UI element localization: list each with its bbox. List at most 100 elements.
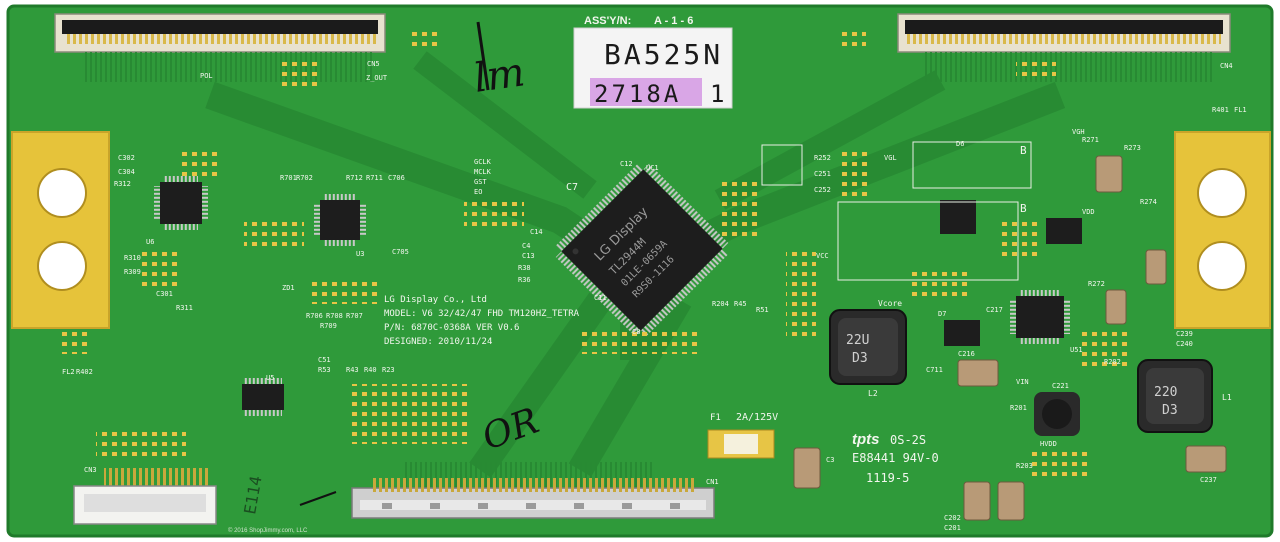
silk-gclk: GCLK — [474, 158, 492, 166]
ic-u3 — [314, 194, 366, 246]
inductor-l1-ref: L1 — [1222, 393, 1232, 402]
silk-vin: VIN — [1016, 378, 1029, 386]
silk-r201: R201 — [1010, 404, 1027, 412]
cert-brand: tpts — [852, 431, 880, 448]
silk-r712: R712 — [346, 174, 363, 182]
silk-r45: R45 — [734, 300, 747, 308]
assembly-sticker — [573, 27, 733, 109]
silk-r202: R202 — [1104, 358, 1121, 366]
inductor-l1-marking-bottom: D3 — [1162, 403, 1178, 418]
silk-r272: R272 — [1088, 280, 1105, 288]
ic-diode-d7 — [944, 320, 980, 346]
silk-uc1: UC1 — [646, 164, 659, 172]
silk-c302: C302 — [118, 154, 135, 162]
ic-mosfet — [940, 200, 976, 234]
silk-c11: C11 — [594, 294, 607, 302]
silk-r23: R23 — [382, 366, 395, 374]
designed-date-text: DESIGNED: 2010/11/24 — [384, 337, 492, 347]
silk-c14: C14 — [530, 228, 543, 236]
silk-u51: U51 — [1070, 346, 1083, 354]
connector-cn5 — [54, 13, 386, 82]
silk-u5: U5 — [266, 374, 274, 382]
silk-u3: U3 — [356, 250, 364, 258]
connector-cn4 — [897, 13, 1231, 82]
sticker-lot-code: 2718A — [594, 80, 681, 108]
inductor-l1-marking-top: 220 — [1154, 385, 1177, 400]
silk-c7: C7 — [566, 182, 578, 193]
silk-zd1: ZD1 — [282, 284, 295, 292]
cn4-ref: CN4 — [1220, 62, 1233, 70]
silk-vgh: VGH — [1072, 128, 1085, 136]
silk-r707: R707 — [346, 312, 363, 320]
sticker-model-code: BA525N — [604, 38, 723, 71]
silk-r273: R273 — [1124, 144, 1141, 152]
silk-r40: R40 — [364, 366, 377, 374]
silk-r51: R51 — [756, 306, 769, 314]
sticker-lot-suffix: 1 — [710, 80, 724, 108]
capacitor-c243 — [1145, 249, 1167, 285]
silk-b1: B — [1020, 144, 1027, 157]
silk-gst: GST — [474, 178, 487, 186]
main-tcon-ic — [555, 163, 729, 337]
silk-vgl: VGL — [884, 154, 897, 162]
silk-fl1: FL1 — [1234, 106, 1247, 114]
ic-u6 — [154, 176, 208, 230]
cert-date-code: 1119-5 — [866, 471, 909, 485]
handwritten-mark-top: lm — [471, 49, 528, 102]
silk-c237: C237 — [1200, 476, 1217, 484]
cert-grade: 0S-2S — [890, 433, 926, 447]
silk-pol: POL — [200, 72, 213, 80]
silk-c3: C3 — [826, 456, 834, 464]
silk-r274: R274 — [1140, 198, 1157, 206]
silk-r706: R706 — [306, 312, 323, 320]
inductor-l2-marking-top: 22U — [846, 333, 869, 348]
ic-u5 — [242, 378, 284, 416]
silk-c252: C252 — [814, 186, 831, 194]
cn1-ref: CN1 — [706, 478, 719, 486]
silk-r36: R36 — [518, 276, 531, 284]
silk-r702: R702 — [296, 174, 313, 182]
silk-r312: R312 — [114, 180, 131, 188]
silk-mclk: MCLK — [474, 168, 492, 176]
silk-r252: R252 — [814, 154, 831, 162]
silk-c301: C301 — [156, 290, 173, 298]
silk-c4: C4 — [522, 242, 530, 250]
maker-text: LG Display Co., Ltd — [384, 295, 487, 305]
silk-r701: R701 — [280, 174, 297, 182]
silk-r38: R38 — [518, 264, 531, 272]
silk-r204: R204 — [712, 300, 729, 308]
silk-hvdd: HVDD — [1040, 440, 1057, 448]
inductor-l2-ref: L2 — [868, 389, 878, 398]
silk-zout: Z_OUT — [366, 74, 388, 82]
silk-u6: U6 — [146, 238, 154, 246]
fuse-f1 — [707, 429, 775, 459]
silk-c705: C705 — [392, 248, 409, 256]
capacitor-c202 — [963, 481, 991, 521]
inductor-small — [1034, 392, 1080, 436]
ic-power-regulator — [1046, 218, 1082, 244]
silk-c12: C12 — [620, 160, 633, 168]
silk-c251: C251 — [814, 170, 831, 178]
silk-r309: R309 — [124, 268, 141, 276]
silk-c201: C201 — [944, 524, 961, 532]
silk-r708: R708 — [326, 312, 343, 320]
silk-fl2: FL2 — [62, 368, 75, 376]
cert-ul-code: E88441 94V-0 — [852, 451, 939, 465]
part-number-text: P/N: 6870C-0368A VER V0.6 — [384, 323, 519, 333]
silk-c51: C51 — [318, 356, 331, 364]
silk-r271: R271 — [1082, 136, 1099, 144]
silk-c304: C304 — [118, 168, 135, 176]
inductor-l2-marking-bottom: D3 — [852, 351, 868, 366]
smd-component-arrays — [58, 26, 1130, 478]
silk-vcore: Vcore — [878, 299, 902, 308]
inductor-l1 — [1137, 359, 1213, 433]
silk-eo: EO — [474, 188, 482, 196]
capacitor-c201 — [997, 481, 1025, 521]
capacitor-c711 — [957, 359, 999, 387]
silk-r53: R53 — [318, 366, 331, 374]
silk-c13: C13 — [522, 252, 535, 260]
cn3-ref: CN3 — [84, 466, 97, 474]
silk-c8: C8 — [632, 328, 640, 336]
silk-r310: R310 — [124, 254, 141, 262]
